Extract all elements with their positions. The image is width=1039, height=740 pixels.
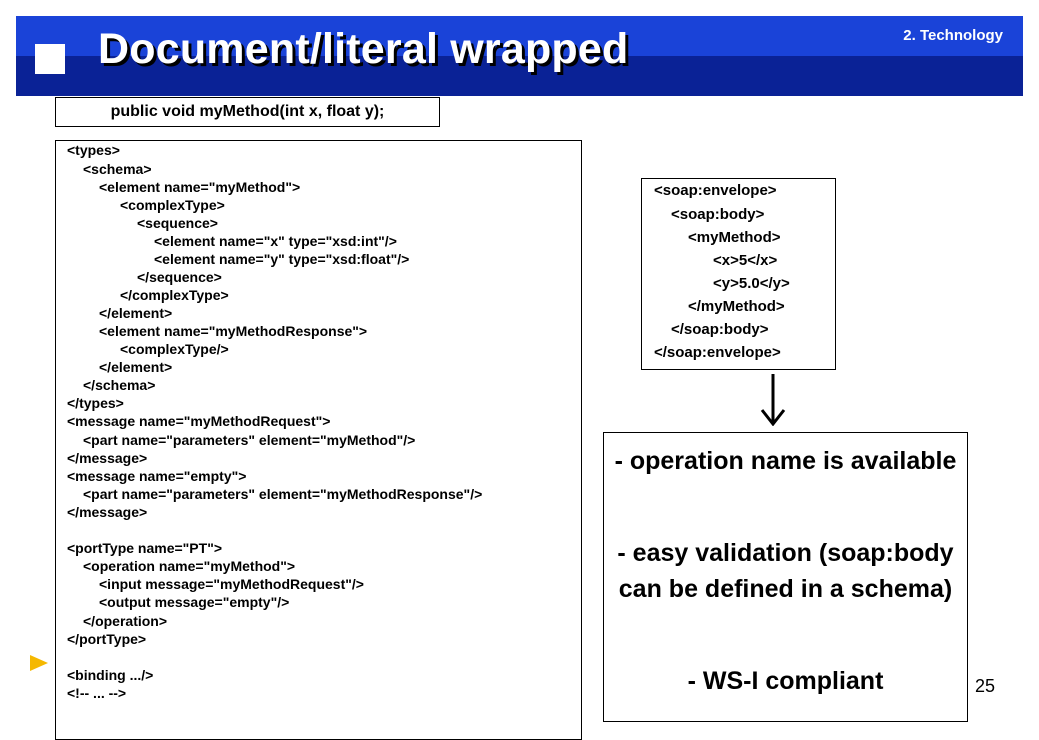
wsdl-code-box: <types> <schema> <element name="myMethod… — [55, 140, 582, 740]
title-bullet-icon — [35, 44, 65, 74]
section-label: 2. Technology — [903, 27, 1003, 44]
wsdl-line: </message> — [67, 504, 148, 520]
soap-line: <y>5.0</y> — [713, 275, 790, 292]
wsdl-line: <portType name="PT"> — [67, 540, 223, 556]
wsdl-line: <operation name="myMethod"> — [83, 558, 296, 574]
wsdl-line: <element name="myMethod"> — [99, 179, 301, 195]
wsdl-line: <binding .../> — [67, 667, 154, 683]
wsdl-line: </schema> — [83, 377, 156, 393]
benefit-item: - WS-I compliant — [687, 667, 884, 695]
benefit-item: - easy validation (soap:body can be defi… — [617, 539, 954, 603]
wsdl-line: </operation> — [83, 613, 168, 629]
wsdl-line: <complexType/> — [120, 341, 229, 357]
wsdl-line: <message name="myMethodRequest"> — [67, 413, 331, 429]
wsdl-line: </types> — [67, 395, 124, 411]
wsdl-line: <element name="myMethodResponse"> — [99, 323, 368, 339]
wsdl-line: <part name="parameters" element="myMetho… — [83, 432, 416, 448]
header-bar-top — [16, 16, 1023, 56]
benefit-item: - operation name is available — [614, 447, 957, 475]
wsdl-line: </message> — [67, 450, 148, 466]
wsdl-line: <types> — [67, 142, 120, 158]
method-signature: public void myMethod(int x, float y); — [55, 97, 440, 127]
wsdl-line: <output message="empty"/> — [99, 594, 290, 610]
soap-line: <myMethod> — [688, 229, 781, 246]
wsdl-line: <sequence> — [137, 215, 218, 231]
soap-message-box: <soap:envelope> <soap:body> <myMethod> <… — [641, 178, 836, 370]
down-arrow-icon — [760, 374, 786, 426]
wsdl-line: </complexType> — [120, 287, 229, 303]
benefits-box: - operation name is available - easy val… — [603, 432, 968, 722]
wsdl-line: <schema> — [83, 161, 152, 177]
soap-line: </soap:body> — [671, 321, 769, 338]
soap-line: <soap:body> — [671, 206, 765, 223]
wsdl-line: <complexType> — [120, 197, 225, 213]
wsdl-line: <input message="myMethodRequest"/> — [99, 576, 364, 592]
wsdl-line: <!-- ... --> — [67, 685, 127, 701]
wsdl-line: </sequence> — [137, 269, 222, 285]
header-bar-bottom — [16, 56, 1023, 96]
wsdl-line: <message name="empty"> — [67, 468, 247, 484]
wsdl-line: </portType> — [67, 631, 147, 647]
soap-line: </soap:envelope> — [654, 344, 781, 361]
play-arrow-icon — [30, 655, 48, 671]
wsdl-line: <part name="parameters" element="myMetho… — [83, 486, 483, 502]
wsdl-line: <element name="x" type="xsd:int"/> — [154, 233, 397, 249]
wsdl-line: </element> — [99, 359, 173, 375]
page-number: 25 — [975, 676, 996, 696]
wsdl-line: <element name="y" type="xsd:float"/> — [154, 251, 410, 267]
soap-line: <x>5</x> — [713, 252, 778, 269]
soap-line: <soap:envelope> — [654, 182, 777, 199]
wsdl-line: </element> — [99, 305, 173, 321]
slide-title: Document/literal wrapped — [98, 25, 629, 73]
soap-line: </myMethod> — [688, 298, 785, 315]
